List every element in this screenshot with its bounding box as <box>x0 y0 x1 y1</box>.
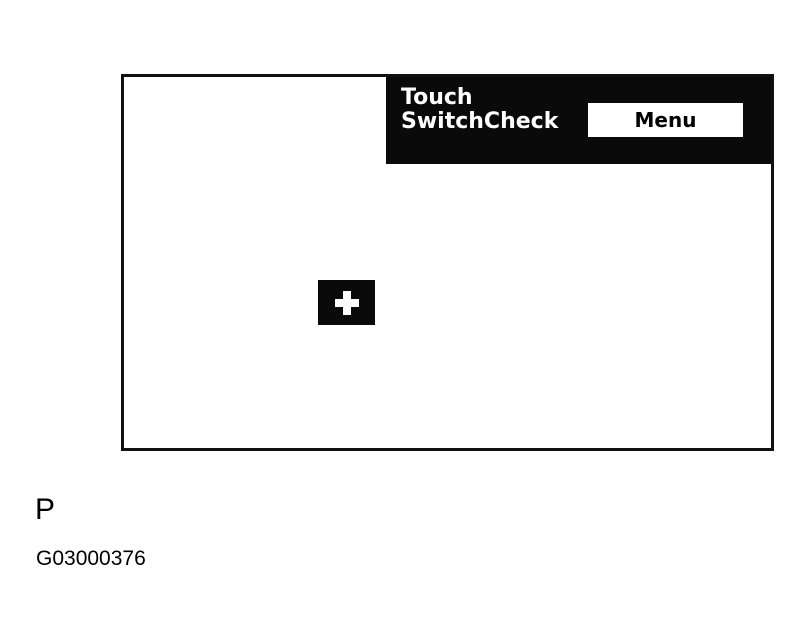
touch-target[interactable] <box>318 280 375 325</box>
plus-cross-icon <box>334 290 359 315</box>
figure-label: P <box>35 493 56 526</box>
menu-button[interactable]: Menu <box>588 103 743 137</box>
figure-id: G03000376 <box>36 547 146 570</box>
title-line-switchcheck: SwitchCheck <box>401 109 559 134</box>
touch-screen: Touch SwitchCheck Menu <box>121 74 774 451</box>
title-line-touch: Touch <box>401 85 473 110</box>
screen-title: Touch SwitchCheck <box>401 86 558 134</box>
header-bar: Touch SwitchCheck Menu <box>386 77 771 164</box>
